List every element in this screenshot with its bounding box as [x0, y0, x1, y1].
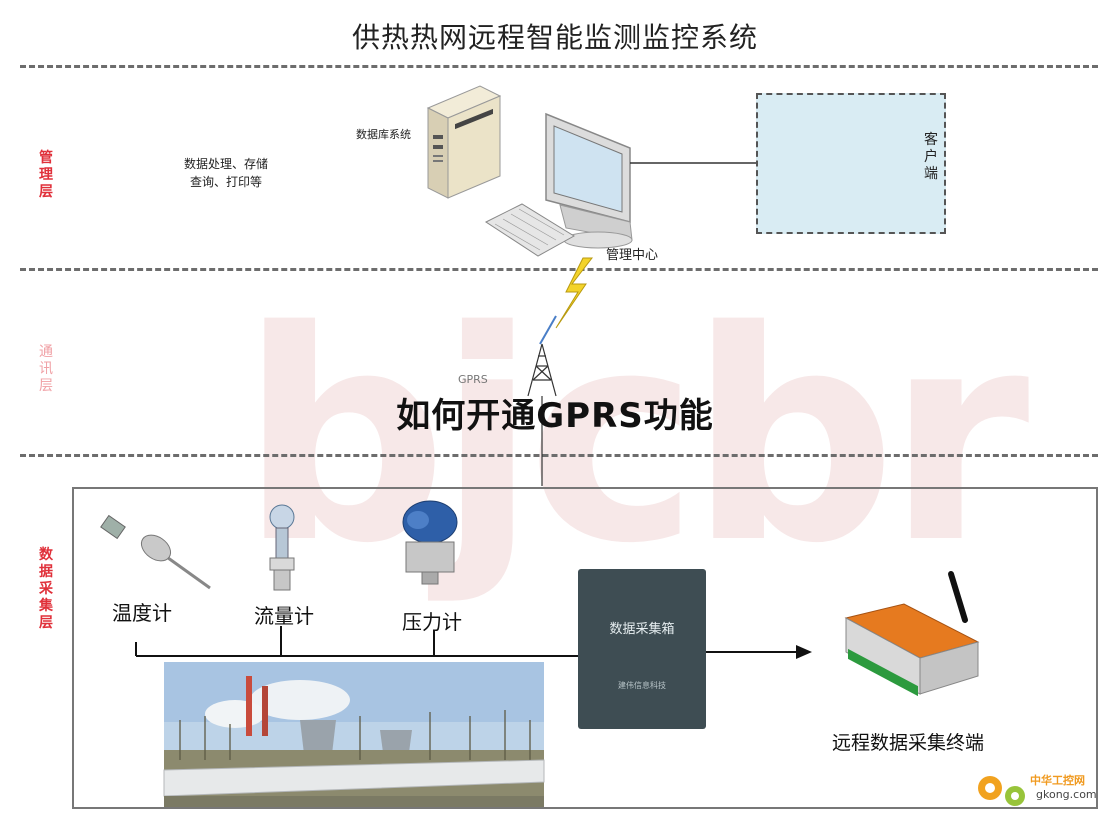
- arrow-icon: [796, 645, 812, 659]
- pressure-gauge-icon: [402, 500, 458, 585]
- sensor-label-pressure: 压力计: [402, 610, 462, 634]
- power-plant-photo: [163, 662, 545, 808]
- data-collector-box: [578, 569, 706, 729]
- diagram-title: 供热热网远程智能监测监控系统: [351, 21, 758, 54]
- client-label: 客户端: [924, 132, 938, 182]
- collector-box-sub: 建伟信息科技: [618, 681, 666, 690]
- layer-label-acquisition: 数据采集层: [39, 547, 53, 631]
- gprs-label: GPRS: [458, 373, 488, 386]
- site-logo-url: gkong.com: [1036, 788, 1097, 801]
- separator-top: [20, 65, 1098, 68]
- layer-label-communication: 通讯层: [39, 344, 53, 394]
- site-logo-name: 中华工控网: [1030, 774, 1085, 787]
- terminal-label: 远程数据采集终端: [832, 732, 985, 754]
- collector-box-label: 数据采集箱: [609, 622, 675, 637]
- server-icon: [426, 85, 502, 199]
- terminal-device-icon: [844, 571, 980, 697]
- database-label: 数据库系统: [356, 128, 411, 141]
- flow-meter-icon: [269, 504, 295, 591]
- keyboard-icon: [484, 203, 575, 257]
- lightning-icon: [555, 257, 594, 329]
- client-area: [756, 93, 946, 234]
- gprs-tower-icon: [527, 343, 557, 486]
- sensor-label-thermometer: 温度计: [112, 601, 172, 625]
- separator-communication: [20, 454, 1098, 457]
- layer-label-management: 管理层: [39, 150, 53, 200]
- overlay-headline: 如何开通GPRS功能: [396, 396, 714, 436]
- gear-icon: [978, 776, 1025, 806]
- thermometer-icon: [100, 514, 211, 590]
- watermark-logo: bjcbr: [240, 270, 1030, 607]
- functions-line1: 数据处理、存储: [184, 157, 269, 171]
- monitor-icon: [545, 112, 633, 249]
- separator-management: [20, 268, 1098, 271]
- management-center-label: 管理中心: [606, 248, 659, 263]
- sensor-label-flowmeter: 流量计: [254, 604, 314, 628]
- acquisition-frame: [72, 487, 1098, 809]
- functions-line2: 查询、打印等: [190, 175, 263, 189]
